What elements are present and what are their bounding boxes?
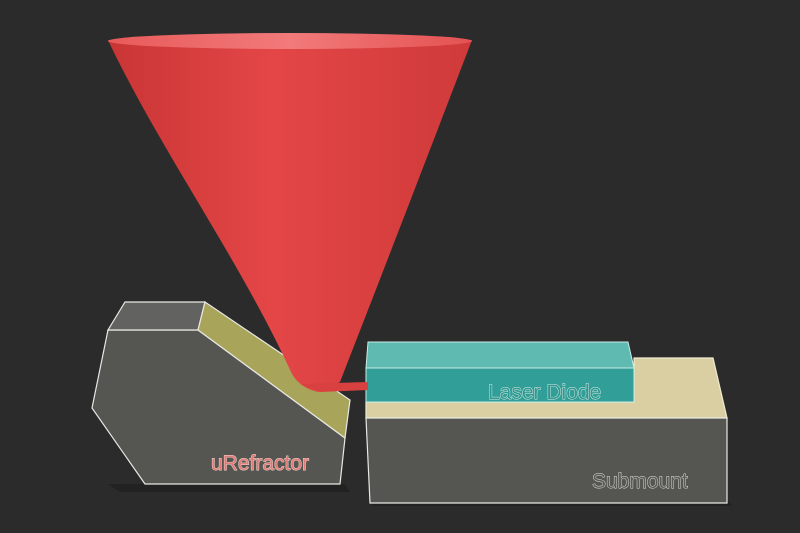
urefractor-block: [91, 301, 351, 485]
submount-front-face: [365, 417, 728, 504]
laser-beam-cone: [108, 33, 472, 392]
laser-beam-tail: [300, 382, 368, 392]
submount-label: Submount: [592, 470, 688, 493]
laser-diode-block: [365, 341, 635, 403]
submount-block: [365, 357, 728, 504]
laser-diode-top-face: [365, 341, 635, 369]
laser-beam-body: [108, 40, 472, 392]
laser-beam-aperture: [108, 33, 472, 49]
laser-diode-front-face: [365, 367, 635, 403]
urefractor-label: uRefractor: [211, 452, 309, 475]
urefractor-top-face: [106, 301, 206, 331]
laser-diode-label: Laser Diode: [488, 381, 601, 404]
